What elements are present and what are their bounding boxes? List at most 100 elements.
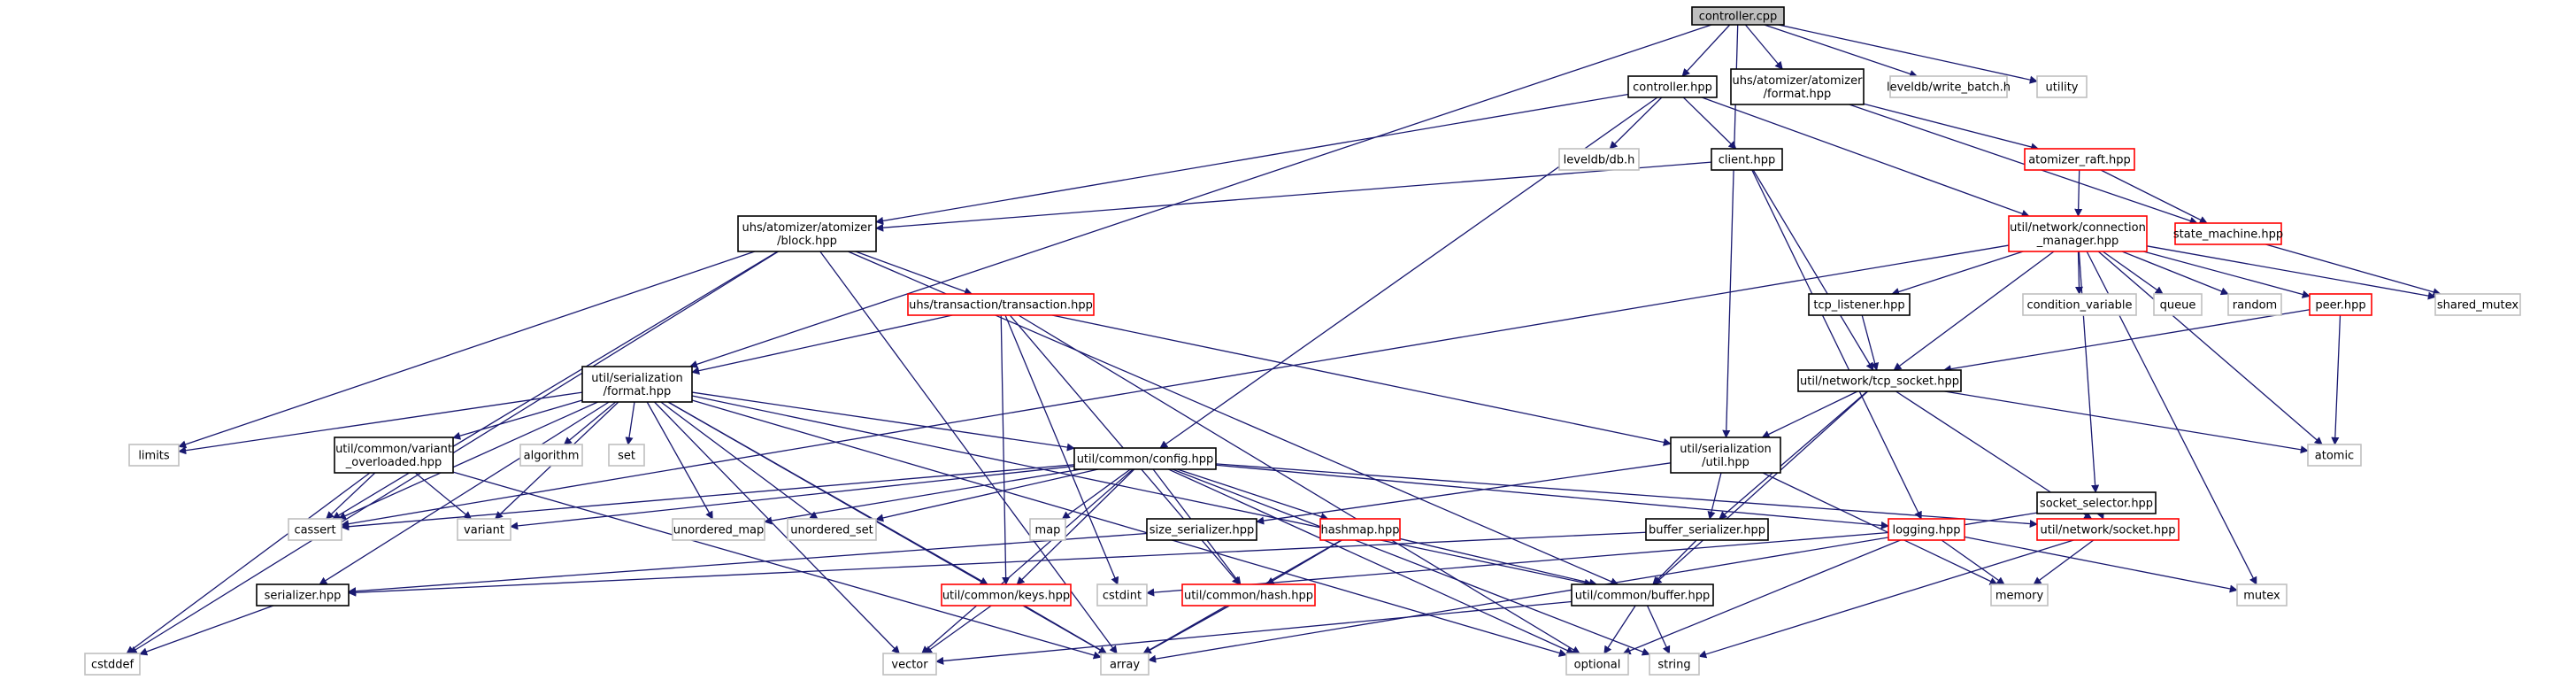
node-algorithm[interactable]: algorithm <box>519 444 583 467</box>
node-box <box>672 518 765 541</box>
node-keys-hpp[interactable]: util/common/keys.hpp <box>941 583 1072 607</box>
edge-variant_overloaded-to-cstddef <box>126 472 371 654</box>
node-box <box>2309 293 2372 316</box>
node-size-serializer[interactable]: size_serializer.hpp <box>1146 518 1257 541</box>
node-label: state_machine.hpp <box>2173 228 2283 242</box>
edge-client_hpp-to-block_hpp <box>875 161 1712 232</box>
node-controller-hpp[interactable]: controller.hpp <box>1627 75 1718 98</box>
edge-config_hpp-to-logging_hpp <box>1215 464 1889 529</box>
node-utility[interactable]: utility <box>2036 75 2088 98</box>
node-label: leveldb/write_batch.h <box>1887 81 2011 95</box>
node-conn-mgr[interactable]: util/network/connection_manager.hpp <box>2008 215 2148 252</box>
node-ser-format[interactable]: util/serialization/format.hpp <box>581 366 693 403</box>
edge-config_hpp-to-unordered_map <box>764 468 1081 525</box>
edge-block_hpp-to-transaction_hpp <box>855 251 973 296</box>
node-label: cstddef <box>91 659 135 672</box>
node-array[interactable]: array <box>1100 653 1150 676</box>
node-hash-hpp[interactable]: util/common/hash.hpp <box>1181 583 1316 607</box>
node-tcp-listener[interactable]: tcp_listener.hpp <box>1808 293 1911 316</box>
node-socket-selector[interactable]: socket_selector.hpp <box>2036 491 2157 514</box>
node-memory[interactable]: memory <box>1990 583 2049 607</box>
node-cstdint[interactable]: cstdint <box>1096 583 1148 607</box>
node-hashmap-hpp[interactable]: hashmap.hpp <box>1319 518 1401 541</box>
node-box <box>2008 215 2148 252</box>
node-label: util/common/hash.hpp <box>1184 590 1313 603</box>
edge-client_hpp-to-logging_hpp <box>1751 169 1922 520</box>
node-label: /block.hpp <box>777 235 837 248</box>
node-tcp-socket[interactable]: util/network/tcp_socket.hpp <box>1797 369 1962 392</box>
node-controller-cpp[interactable]: controller.cpp <box>1691 6 1785 26</box>
node-box <box>882 653 937 676</box>
node-ser-util[interactable]: util/serialization/util.hpp <box>1670 437 1781 474</box>
node-logging-hpp[interactable]: logging.hpp <box>1888 518 1965 541</box>
edge-controller_hpp-to-client_hpp <box>1682 97 1737 150</box>
node-variant[interactable]: variant <box>457 518 511 541</box>
node-transaction-hpp[interactable]: uhs/transaction/transaction.hpp <box>907 293 1095 316</box>
node-box <box>1691 6 1785 26</box>
node-cassert[interactable]: cassert <box>288 518 342 541</box>
node-block-hpp[interactable]: uhs/atomizer/atomizer/block.hpp <box>737 215 877 252</box>
node-cstddef[interactable]: cstddef <box>84 653 141 676</box>
node-label: algorithm <box>524 450 580 463</box>
node-box <box>737 215 877 252</box>
edge-variant_overloaded-to-cassert <box>326 472 376 520</box>
node-label: unordered_map <box>673 524 765 537</box>
node-label: tcp_listener.hpp <box>1813 299 1904 313</box>
node-set[interactable]: set <box>608 444 645 467</box>
node-label: leveldb/db.h <box>1564 154 1635 167</box>
edge-controller_cpp-to-write_batch <box>1764 24 1919 78</box>
node-box <box>1990 583 2049 607</box>
node-box <box>288 518 342 541</box>
node-label: serializer.hpp <box>265 590 342 603</box>
node-unordered-set[interactable]: unordered_set <box>787 518 877 541</box>
node-label: cassert <box>294 524 335 537</box>
node-label: /util.hpp <box>1702 456 1749 469</box>
node-write-batch[interactable]: leveldb/write_batch.h <box>1887 75 2011 98</box>
node-state-machine[interactable]: state_machine.hpp <box>2173 222 2283 245</box>
edge-atomizer_raft-to-conn_mgr <box>2074 169 2083 217</box>
edge-config_hpp-to-unordered_set <box>875 468 1099 522</box>
node-atomic[interactable]: atomic <box>2307 444 2362 467</box>
node-map[interactable]: map <box>1029 518 1066 541</box>
edge-controller_cpp-to-utility <box>1778 24 2038 84</box>
node-label: size_serializer.hpp <box>1150 524 1254 537</box>
node-label: atomic <box>2315 450 2354 463</box>
node-box <box>256 583 350 607</box>
node-peer-hpp[interactable]: peer.hpp <box>2309 293 2372 316</box>
node-label: util/common/buffer.hpp <box>1575 590 1710 603</box>
node-label: buffer_serializer.hpp <box>1649 524 1765 537</box>
node-leveldb-db[interactable]: leveldb/db.h <box>1558 148 1640 171</box>
node-string[interactable]: string <box>1649 653 1700 676</box>
edge-controller_hpp-to-leveldb_db <box>1609 97 1663 150</box>
node-format-hpp-atom[interactable]: uhs/atomizer/atomizer/format.hpp <box>1730 68 1865 105</box>
node-buffer-serializer[interactable]: buffer_serializer.hpp <box>1645 518 1769 541</box>
node-label: unordered_set <box>790 524 873 537</box>
node-box <box>2024 148 2135 171</box>
node-limits[interactable]: limits <box>128 444 180 467</box>
node-label: _overloaded.hpp <box>345 456 442 469</box>
node-vector[interactable]: vector <box>882 653 937 676</box>
node-serializer-hpp[interactable]: serializer.hpp <box>256 583 350 607</box>
node-box <box>2022 293 2137 316</box>
node-random[interactable]: random <box>2227 293 2282 316</box>
node-box <box>1670 437 1781 474</box>
node-buffer-hpp[interactable]: util/common/buffer.hpp <box>1571 583 1714 607</box>
node-config-hpp[interactable]: util/common/config.hpp <box>1073 447 1217 470</box>
node-cond-var[interactable]: condition_variable <box>2022 293 2137 316</box>
node-box <box>1319 518 1401 541</box>
node-optional[interactable]: optional <box>1565 653 1629 676</box>
node-mutex[interactable]: mutex <box>2236 583 2288 607</box>
node-socket-hpp[interactable]: util/network/socket.hpp <box>2036 518 2180 541</box>
node-variant-overloaded[interactable]: util/common/variant_overloaded.hpp <box>334 437 454 474</box>
node-label: util/common/variant <box>335 443 452 456</box>
node-unordered-map[interactable]: unordered_map <box>672 518 765 541</box>
edge-ser_format-to-cassert <box>337 401 598 520</box>
node-box <box>581 366 693 403</box>
node-shared-mutex[interactable]: shared_mutex <box>2434 293 2521 316</box>
node-label: controller.hpp <box>1633 81 1712 95</box>
edge-logging_hpp-to-memory <box>1941 539 2005 585</box>
edge-ser_format-to-optional <box>691 399 1567 657</box>
node-atomizer-raft[interactable]: atomizer_raft.hpp <box>2024 148 2135 171</box>
node-queue[interactable]: queue <box>2153 293 2203 316</box>
node-client-hpp[interactable]: client.hpp <box>1711 148 1783 171</box>
